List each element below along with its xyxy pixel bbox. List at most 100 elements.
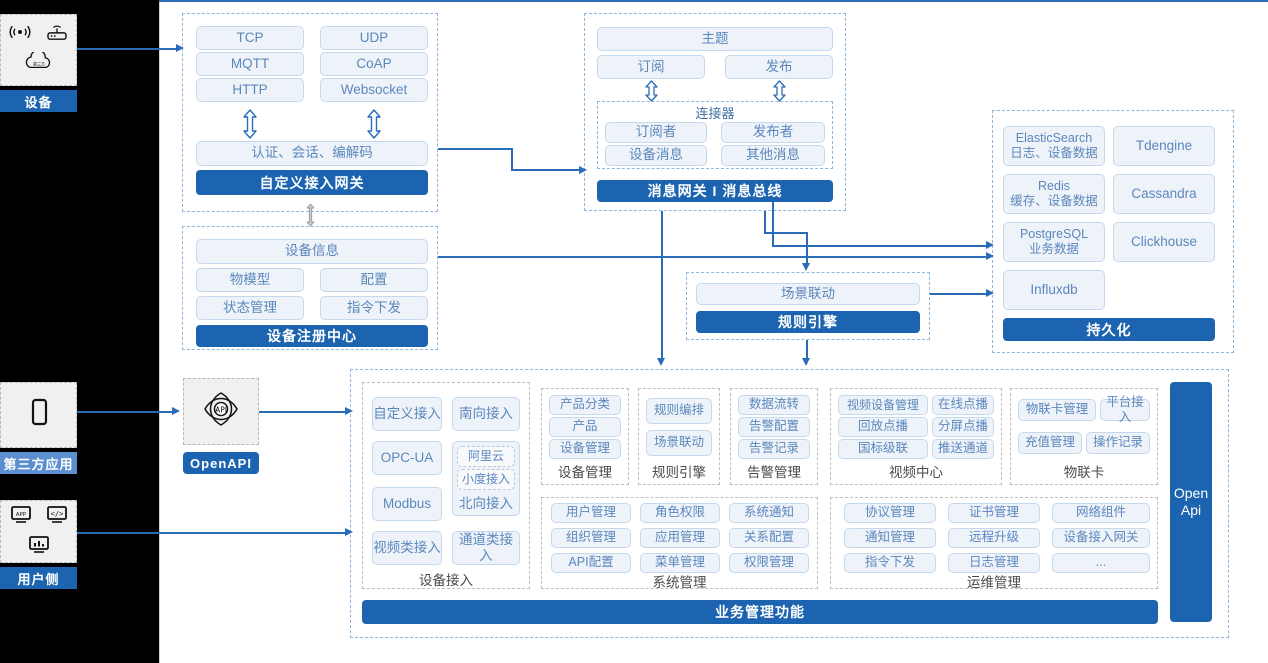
store-redis[interactable]: Redis 缓存、设备数据 <box>1003 174 1105 214</box>
connector-publisher[interactable]: 发布者 <box>721 122 825 143</box>
sm-org-management[interactable]: 组织管理 <box>551 528 631 548</box>
device-registry-bar[interactable]: 设备注册中心 <box>196 325 428 347</box>
om-protocol-management[interactable]: 协议管理 <box>844 503 936 523</box>
protocol-udp-label: UDP <box>359 29 389 45</box>
connector-rule-to-business-arrow <box>802 358 810 366</box>
protocol-http[interactable]: HTTP <box>196 78 304 102</box>
access-channel[interactable]: 通道类接入 <box>452 531 520 565</box>
protocol-tcp[interactable]: TCP <box>196 26 304 50</box>
access-modbus[interactable]: Modbus <box>372 487 442 521</box>
group-video-center-caption: 视频中心 <box>830 462 1002 480</box>
store-redis-sub: 缓存、设备数据 <box>1010 194 1098 208</box>
sm-api-config[interactable]: API配置 <box>551 553 631 573</box>
om-cert-management[interactable]: 证书管理 <box>948 503 1040 523</box>
store-elasticsearch[interactable]: ElasticSearch 日志、设备数据 <box>1003 126 1105 166</box>
protocol-coap[interactable]: CoAP <box>320 52 428 76</box>
om-log-management[interactable]: 日志管理 <box>948 553 1040 573</box>
dm-device-management[interactable]: 设备管理 <box>549 439 621 459</box>
om-command-dispatch[interactable]: 指令下发 <box>844 553 936 573</box>
thing-model-box[interactable]: 物模型 <box>196 268 304 292</box>
access-aliyun[interactable]: 阿里云 <box>457 446 515 467</box>
ic-platform-access[interactable]: 平台接入 <box>1100 395 1150 424</box>
om-device-access-gateway[interactable]: 设备接入网关 <box>1052 528 1150 548</box>
access-southbound[interactable]: 南向接入 <box>452 397 520 431</box>
config-box[interactable]: 配置 <box>320 268 428 292</box>
om-more[interactable]: ... <box>1052 553 1150 573</box>
access-video[interactable]: 视频类接入 <box>372 531 442 565</box>
sm-org-management-label: 组织管理 <box>565 530 616 545</box>
rule-engine-bar[interactable]: 规则引擎 <box>696 311 920 333</box>
am-alarm-config[interactable]: 告警配置 <box>738 417 810 437</box>
ic-card-management[interactable]: 物联卡管理 <box>1018 399 1096 421</box>
openapi-vertical-bar[interactable]: Open Api <box>1170 382 1212 622</box>
topic-box[interactable]: 主题 <box>597 27 833 51</box>
protocol-udp[interactable]: UDP <box>320 26 428 50</box>
am-data-flow[interactable]: 数据流转 <box>738 395 810 415</box>
store-clickhouse[interactable]: Clickhouse <box>1113 222 1215 262</box>
business-management-bar[interactable]: 业务管理功能 <box>362 600 1158 624</box>
state-management-box[interactable]: 状态管理 <box>196 296 304 320</box>
connector-other-message[interactable]: 其他消息 <box>721 145 825 166</box>
scene-linkage-box[interactable]: 场景联动 <box>696 283 920 305</box>
access-opcua[interactable]: OPC-UA <box>372 441 442 475</box>
access-modbus-label: Modbus <box>382 495 432 511</box>
persistence-bar[interactable]: 持久化 <box>1003 318 1215 341</box>
dm-product-category[interactable]: 产品分类 <box>549 395 621 415</box>
access-custom[interactable]: 自定义接入 <box>372 397 442 431</box>
store-cassandra[interactable]: Cassandra <box>1113 174 1215 214</box>
access-xiaodu[interactable]: 小度接入 <box>457 469 515 490</box>
re-scene-linkage-label: 场景联动 <box>653 435 704 450</box>
auth-session-codec[interactable]: 认证、会话、编解码 <box>196 141 428 166</box>
protocol-mqtt[interactable]: MQTT <box>196 52 304 76</box>
vc-gb-cascade[interactable]: 国标级联 <box>838 439 928 459</box>
protocol-websocket[interactable]: Websocket <box>320 78 428 102</box>
publish-box[interactable]: 发布 <box>725 55 833 79</box>
vc-online-play[interactable]: 在线点播 <box>932 395 994 415</box>
sm-permission-management[interactable]: 权限管理 <box>729 553 809 573</box>
vc-playback-label: 回放点播 <box>857 419 908 434</box>
sm-system-notice[interactable]: 系统通知 <box>729 503 809 523</box>
ic-recharge-management[interactable]: 充值管理 <box>1018 432 1082 454</box>
om-remote-upgrade[interactable]: 远程升级 <box>948 528 1040 548</box>
om-notice-management[interactable]: 通知管理 <box>844 528 936 548</box>
group-video-center-caption-text: 视频中心 <box>889 465 943 480</box>
connector-device-message[interactable]: 设备消息 <box>605 145 707 166</box>
dm-product[interactable]: 产品 <box>549 417 621 437</box>
store-tdengine[interactable]: Tdengine <box>1113 126 1215 166</box>
sm-role-permission[interactable]: 角色权限 <box>640 503 720 523</box>
actor-third-party-label-text: 第三方应用 <box>3 456 74 472</box>
sm-menu-management[interactable]: 菜单管理 <box>640 553 720 573</box>
command-dispatch-box[interactable]: 指令下发 <box>320 296 428 320</box>
sm-app-management[interactable]: 应用管理 <box>640 528 720 548</box>
re-rule-orchestration[interactable]: 规则编排 <box>646 398 712 424</box>
device-info-box[interactable]: 设备信息 <box>196 239 428 264</box>
router-icon <box>45 23 69 46</box>
sm-user-management[interactable]: 用户管理 <box>551 503 631 523</box>
subscribe-box[interactable]: 订阅 <box>597 55 705 79</box>
connector-subscriber[interactable]: 订阅者 <box>605 122 707 143</box>
access-aliyun-label: 阿里云 <box>467 449 504 464</box>
vc-split-screen[interactable]: 分屏点播 <box>932 417 994 437</box>
protocol-websocket-label: Websocket <box>340 81 408 97</box>
vc-video-device-management[interactable]: 视频设备管理 <box>838 395 928 415</box>
sm-relation-config[interactable]: 关系配置 <box>729 528 809 548</box>
message-gateway-bar[interactable]: 消息网关 I 消息总线 <box>597 180 833 202</box>
access-video-label: 视频类接入 <box>373 539 441 555</box>
actor-user-side-label: 用户侧 <box>0 567 77 589</box>
group-system-management-caption: 系统管理 <box>541 572 818 590</box>
am-alarm-record[interactable]: 告警记录 <box>738 439 810 459</box>
ic-operation-record[interactable]: 操作记录 <box>1086 432 1150 454</box>
store-influxdb[interactable]: Influxdb <box>1003 270 1105 310</box>
command-dispatch-label: 指令下发 <box>347 299 401 315</box>
device-registry-bar-label: 设备注册中心 <box>267 328 357 344</box>
connector-publisher-label: 发布者 <box>752 124 794 140</box>
openapi-label-bar[interactable]: OpenAPI <box>183 452 259 474</box>
custom-access-gateway-bar[interactable]: 自定义接入网关 <box>196 170 428 195</box>
re-scene-linkage[interactable]: 场景联动 <box>646 430 712 456</box>
actor-device-icons: 第三方 <box>0 14 77 86</box>
vc-playback[interactable]: 回放点播 <box>838 417 928 437</box>
vc-push-channel[interactable]: 推送通道 <box>932 439 994 459</box>
om-network-component[interactable]: 网络组件 <box>1052 503 1150 523</box>
connector-msg-to-rule-arrow <box>802 263 810 271</box>
store-postgresql[interactable]: PostgreSQL 业务数据 <box>1003 222 1105 262</box>
